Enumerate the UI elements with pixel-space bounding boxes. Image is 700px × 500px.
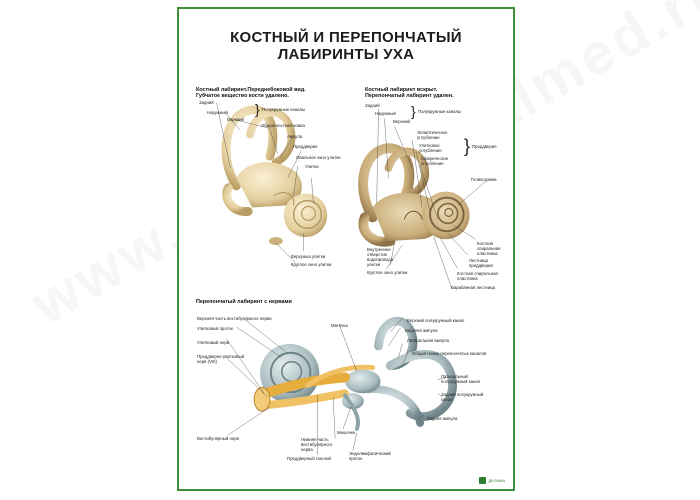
label-cochlea-apex: Верхушка улитки	[291, 254, 326, 259]
label-lateral-ampulla: Латеральная ампула	[407, 338, 449, 343]
brace-3: }	[464, 136, 471, 156]
label-elliptical-recess-line2: углубление	[417, 135, 440, 140]
title-line-2: ЛАБИРИНТЫ УХА	[277, 46, 415, 63]
panel2-caption-line2: Перепончатый лабиринт удален.	[365, 93, 454, 100]
label-spiral-ganglion: Преддверный ганглий	[287, 456, 331, 461]
label-ampulla: Ампула	[287, 134, 303, 139]
label-cochlear-nerve: Улитковый нерв	[197, 340, 230, 345]
labyrinth-illustrations	[216, 102, 488, 455]
title-line-1: КОСТНЫЙ И ПЕРЕПОНЧАТЫЙ	[230, 29, 462, 46]
label-scala-vestibuli: Лестница преддверия	[469, 258, 493, 268]
logo-mark-icon	[479, 477, 487, 484]
brand-logo: ДЕЛЬМА	[479, 477, 505, 484]
label-elliptical-recess-line1: Эллиптическое	[417, 130, 448, 135]
label-posterior-canal-line2: канал	[441, 397, 453, 402]
label-superior-ampulla: Верхняя ампула	[405, 328, 438, 333]
label-posterior-canal-line1: Задний полукружный	[441, 392, 484, 397]
label-scala-vestibuli-line2: преддверия	[469, 263, 493, 268]
label-vestibular-nerve: Вестибулярный нерв	[197, 436, 239, 441]
bony-labyrinth-figure	[221, 105, 328, 246]
poster-title: КОСТНЫЙ И ПЕРЕПОНЧАТЫЙ ЛАБИРИНТЫ УХА	[179, 29, 513, 63]
label-vestibule-2: Преддверие	[472, 144, 497, 149]
label-secondary-spiral: Костная спиральная пластинка	[457, 271, 498, 281]
panel2-caption-line1: Костный лабиринт вскрыт.	[365, 87, 438, 93]
label-spherical-recess: Сферическое углубление	[421, 156, 448, 166]
label-elliptical-recess: Эллиптическое углубление	[417, 130, 448, 140]
label-common-crus: Общая костная ножка	[261, 123, 305, 128]
label-lower-vestibular-line1: Нижняя часть	[301, 437, 329, 442]
label-secondary-spiral-line1: Костная спиральная	[457, 271, 498, 276]
panel3-caption: Перепончатый лабиринт с нервами	[196, 299, 292, 305]
logo-text: ДЕЛЬМА	[488, 478, 505, 483]
label-cochlear-recess-line2: углубление	[419, 148, 442, 153]
label-semicircular-2: Полукружные каналы	[418, 109, 462, 114]
label-aqueduct-line1: Внутреннее	[367, 247, 391, 252]
label-lateral-1: Наружный	[207, 110, 228, 115]
label-helicotrema: Геликотрема	[471, 177, 497, 182]
label-posterior-canal: Задний полукружный канал	[441, 392, 483, 402]
label-bony-spiral-line1: Костная	[477, 241, 494, 246]
label-bony-spiral: Костная спиральная пластинка	[477, 241, 501, 256]
label-spherical-recess-line2: углубление	[421, 161, 444, 166]
label-aqueduct: Внутреннее отверстие водопровода улитки	[367, 247, 393, 267]
label-aqueduct-line2: отверстие	[367, 252, 388, 257]
label-spherical-recess-line1: Сферическое	[421, 156, 449, 161]
label-lateral-canal-line2: полукружный канал	[441, 379, 481, 384]
label-vc-nerve: Преддверно-улитковый нерв (VIII)	[197, 354, 244, 364]
poster: КОСТНЫЙ И ПЕРЕПОНЧАТЫЙ ЛАБИРИНТЫ УХА	[177, 7, 515, 491]
panel1-caption: Костный лабиринт.Переднебоковой вид. Губ…	[196, 87, 306, 100]
label-common-membranous-crus: Общая ножка перепончатых каналов	[412, 351, 487, 356]
brace-1: }	[255, 101, 260, 117]
brace-2: }	[411, 103, 416, 119]
label-vestibule-1: Преддверие	[293, 144, 318, 149]
label-cochlear-recess: Улитковое углубление	[419, 143, 442, 153]
label-aqueduct-line4: улитки	[367, 262, 381, 267]
label-bony-spiral-line3: пластинка	[477, 251, 498, 256]
label-cochlear-duct: Улитковый проток	[197, 326, 233, 331]
label-endolymph-duct: Эндолимфатический проток	[349, 451, 391, 461]
panel2-caption: Костный лабиринт вскрыт. Перепончатый ла…	[365, 87, 454, 100]
label-lower-vestibular-line2: вестибулярного	[301, 442, 333, 447]
label-oval-window: Овальное окно улитки	[296, 155, 341, 160]
label-lateral-canal: Латеральный полукружный канал	[441, 374, 480, 384]
label-posterior-ampulla: Задняя ампула	[427, 416, 458, 421]
label-endolymph-duct-line1: Эндолимфатический	[349, 451, 391, 456]
label-utricle: Маточка	[331, 323, 348, 328]
label-lateral-canal-line1: Латеральный	[441, 374, 468, 379]
panel1-caption-line1: Костный лабиринт.Переднебоковой вид.	[196, 87, 306, 93]
label-posterior-2: Задний	[365, 103, 380, 108]
label-cochlear-recess-line1: Улитковое	[419, 143, 440, 148]
label-round-window-1: Круглое окно улитки	[291, 262, 332, 267]
label-round-window-2: Круглое окно улитки	[367, 270, 408, 275]
label-saccule: Мешочек	[337, 430, 356, 435]
label-vc-nerve-line1: Преддверно-улитковый	[197, 354, 245, 359]
label-vc-nerve-line2: нерв (VIII)	[197, 359, 217, 364]
label-superior-canal: Верхний полукружный канал	[407, 318, 465, 323]
label-bony-spiral-line2: спиральная	[477, 246, 501, 251]
label-posterior-1: Задний	[199, 100, 214, 105]
label-superior-1: Верхний	[227, 117, 244, 122]
label-scala-vestibuli-line1: Лестница	[469, 258, 488, 263]
leader-lines	[216, 102, 488, 455]
label-semicircular-1: Полукружные каналы	[262, 107, 306, 112]
label-lateral-2: Наружный	[375, 111, 396, 116]
label-cochlea: Улитка	[305, 164, 319, 169]
membranous-labyrinth-figure	[253, 316, 457, 431]
panel1-caption-line2: Губчатое вещество кости удалено.	[196, 93, 289, 100]
label-endolymph-duct-line2: проток	[349, 456, 363, 461]
label-superior-2: Верхний	[393, 119, 410, 124]
label-aqueduct-line3: водопровода	[367, 257, 393, 262]
label-lower-vestibular-line3: нерва	[301, 447, 313, 452]
label-upper-vestibular-nerve: Верхняя часть вестибулярного нерва	[197, 316, 272, 321]
label-lower-vestibular: Нижняя часть вестибулярного нерва	[301, 437, 332, 452]
label-secondary-spiral-line2: пластинка	[457, 276, 478, 281]
opened-labyrinth-figure	[358, 143, 470, 247]
label-scala-tympani: Барабанная лестница	[451, 285, 496, 290]
